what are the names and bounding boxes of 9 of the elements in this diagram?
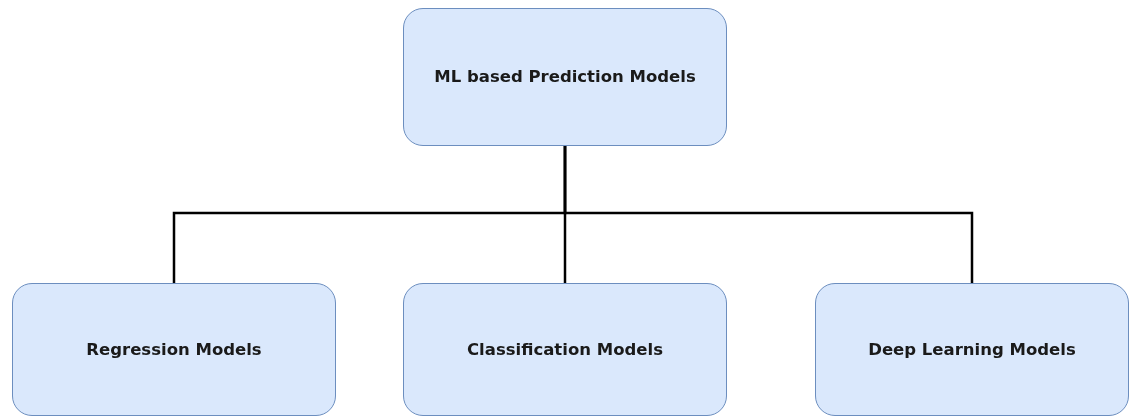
process-box [12,283,336,416]
node-label: Classification Models [467,338,663,361]
connector-line [563,146,974,283]
process-box [403,8,727,146]
node-label: ML based Prediction Models [434,66,696,89]
process-box [403,283,727,416]
node-label: Deep Learning Models [868,338,1076,361]
process-box [815,283,1129,416]
node-label: Regression Models [86,338,262,361]
